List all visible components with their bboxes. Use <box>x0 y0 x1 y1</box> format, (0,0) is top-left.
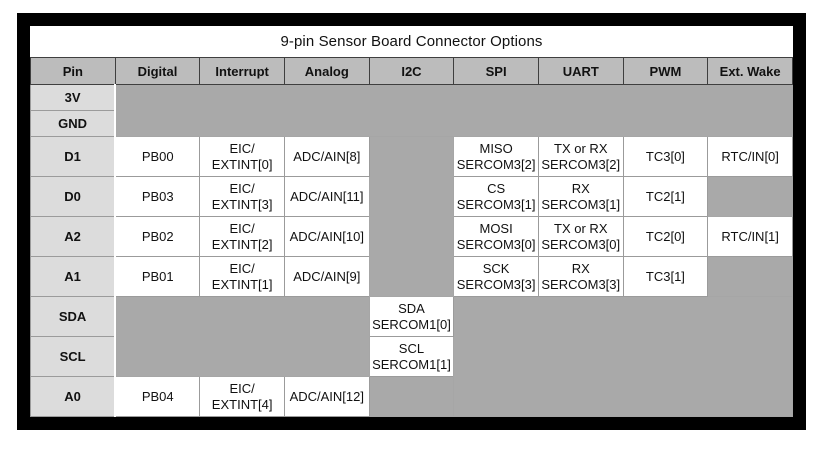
connector-table-frame: 9-pin Sensor Board Connector Options Pin… <box>17 13 806 430</box>
table-row-3v: 3V <box>30 84 794 137</box>
column-header-pwm: PWM <box>622 57 709 85</box>
cell-d1-pwm: TC3[0] <box>622 136 709 177</box>
table-row-sda: SDA SDA SERCOM1[0] <box>30 296 793 417</box>
cell-a2-uart: TX or RX SERCOM3[0] <box>537 216 624 257</box>
table-row-gnd: GND <box>30 110 793 137</box>
pin-label-a0: A0 <box>30 376 117 417</box>
cell-d0-ext-wake-blank <box>707 176 793 217</box>
pin-label-3v: 3V <box>30 84 117 111</box>
cell-d0-pwm: TC2[1] <box>622 176 709 217</box>
column-header-analog: Analog <box>283 57 370 85</box>
cell-a0-digital: PB04 <box>114 376 201 417</box>
cell-a1-interrupt: EIC/ EXTINT[1] <box>199 256 285 297</box>
column-header-interrupt: Interrupt <box>199 57 285 85</box>
cell-d1-interrupt: EIC/ EXTINT[0] <box>199 136 285 177</box>
cell-a1-spi: SCK SERCOM3[3] <box>453 256 539 297</box>
cell-d1-spi: MISO SERCOM3[2] <box>453 136 539 177</box>
pin-label-gnd: GND <box>30 110 117 137</box>
column-header-spi: SPI <box>453 57 539 85</box>
cell-a1-digital: PB01 <box>114 256 201 297</box>
cell-d1-i2c-blank <box>368 136 455 297</box>
cell-d0-uart: RX SERCOM3[1] <box>537 176 624 217</box>
pin-label-sda: SDA <box>30 296 117 337</box>
cell-a0-interrupt: EIC/ EXTINT[4] <box>199 376 285 417</box>
cell-a2-spi: MOSI SERCOM3[0] <box>453 216 539 257</box>
cell-d0-analog: ADC/AIN[11] <box>283 176 370 217</box>
cell-3v-digital-blank <box>114 84 794 137</box>
column-header-pin: Pin <box>30 57 116 85</box>
cell-sda-digital-blank <box>114 296 370 377</box>
cell-a1-ext-wake-blank <box>707 256 793 297</box>
cell-d0-spi: CS SERCOM3[1] <box>453 176 539 217</box>
table-title: 9-pin Sensor Board Connector Options <box>30 26 793 57</box>
cell-d1-uart: TX or RX SERCOM3[2] <box>537 136 624 177</box>
cell-a1-analog: ADC/AIN[9] <box>283 256 370 297</box>
cell-sda-i2c: SDA SERCOM1[0] <box>368 296 455 337</box>
cell-d1-ext-wake: RTC/IN[0] <box>707 136 793 177</box>
cell-a0-i2c-blank <box>368 376 455 417</box>
pin-label-d1: D1 <box>30 136 117 177</box>
column-header-ext-wake: Ext. Wake <box>707 57 793 85</box>
cell-sda-spi-blank <box>453 296 793 417</box>
column-header-digital: Digital <box>114 57 201 85</box>
cell-a2-interrupt: EIC/ EXTINT[2] <box>199 216 285 257</box>
column-header-i2c: I2C <box>368 57 455 85</box>
column-header-uart: UART <box>537 57 624 85</box>
cell-d1-digital: PB00 <box>114 136 201 177</box>
cell-a2-pwm: TC2[0] <box>622 216 709 257</box>
cell-a2-digital: PB02 <box>114 216 201 257</box>
pin-label-d0: D0 <box>30 176 117 217</box>
cell-a1-uart: RX SERCOM3[3] <box>537 256 624 297</box>
cell-a1-pwm: TC3[1] <box>622 256 709 297</box>
cell-d0-digital: PB03 <box>114 176 201 217</box>
pin-label-a1: A1 <box>30 256 117 297</box>
cell-d1-analog: ADC/AIN[8] <box>283 136 370 177</box>
cell-scl-i2c: SCL SERCOM1[1] <box>368 336 455 377</box>
pin-label-a2: A2 <box>30 216 117 257</box>
pin-label-scl: SCL <box>30 336 117 377</box>
cell-a0-analog: ADC/AIN[12] <box>283 376 370 417</box>
cell-a2-ext-wake: RTC/IN[1] <box>707 216 793 257</box>
table-row-scl: SCL SCL SERCOM1[1] <box>30 336 793 377</box>
cell-d0-interrupt: EIC/ EXTINT[3] <box>199 176 285 217</box>
cell-a2-analog: ADC/AIN[10] <box>283 216 370 257</box>
